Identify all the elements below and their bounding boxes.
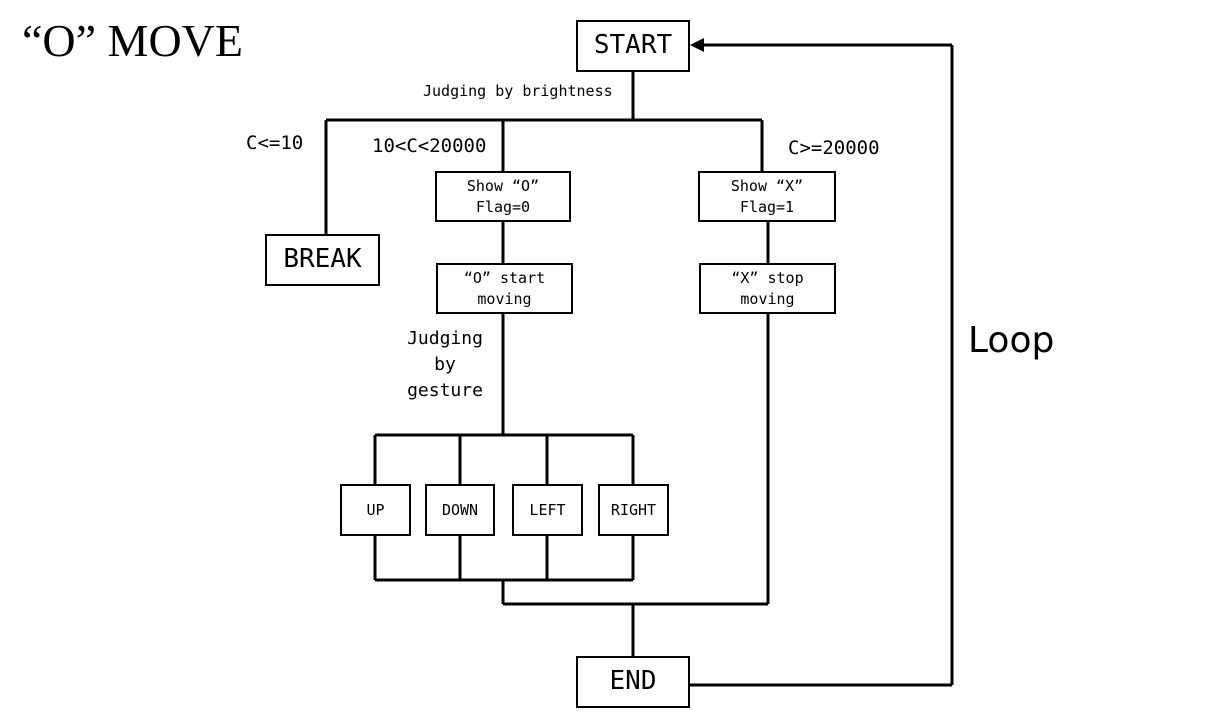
right-label: RIGHT: [610, 500, 657, 519]
show-x-node: Show “X” Flag=1: [698, 171, 836, 222]
up-node: UP: [340, 484, 411, 536]
break-node: BREAK: [265, 234, 380, 286]
end-node: END: [576, 656, 690, 708]
end-label: END: [609, 666, 657, 697]
judging-brightness-label: Judging by brightness: [423, 82, 613, 100]
show-o-node: Show “O” Flag=0: [435, 171, 571, 222]
x-stop-moving-node: “X” stop moving: [699, 263, 836, 314]
left-label: LEFT: [529, 500, 566, 519]
down-label: DOWN: [441, 500, 479, 519]
start-label: START: [593, 30, 673, 61]
show-o-line1: Show “O”: [466, 177, 540, 196]
judging-gesture-line2: by: [434, 354, 456, 375]
x-stop-line1: “X” stop: [731, 269, 804, 288]
x-stop-line2: moving: [740, 289, 795, 308]
judging-gesture-line3: gesture: [407, 380, 483, 401]
condition-mid-label: 10<C<20000: [372, 135, 487, 157]
show-o-line2: Flag=0: [475, 197, 531, 216]
judging-gesture-label: Judging by gesture: [400, 326, 490, 404]
judging-gesture-line1: Judging: [407, 328, 483, 349]
o-start-moving-node: “O” start moving: [436, 263, 573, 314]
loop-label: Loop: [968, 320, 1055, 361]
up-label: UP: [366, 500, 385, 519]
o-start-line2: moving: [477, 289, 532, 308]
show-x-line2: Flag=1: [739, 197, 795, 216]
loop-arrowhead: [690, 38, 704, 52]
break-label: BREAK: [283, 244, 362, 275]
page-title: “O” MOVE: [22, 15, 243, 66]
show-x-line1: Show “X”: [730, 177, 804, 196]
condition-high-label: C>=20000: [788, 137, 880, 159]
left-node: LEFT: [512, 484, 583, 536]
condition-low-label: C<=10: [246, 132, 304, 154]
right-node: RIGHT: [598, 484, 669, 536]
start-node: START: [576, 20, 690, 72]
down-node: DOWN: [425, 484, 495, 536]
o-start-line1: “O” start: [463, 269, 546, 288]
